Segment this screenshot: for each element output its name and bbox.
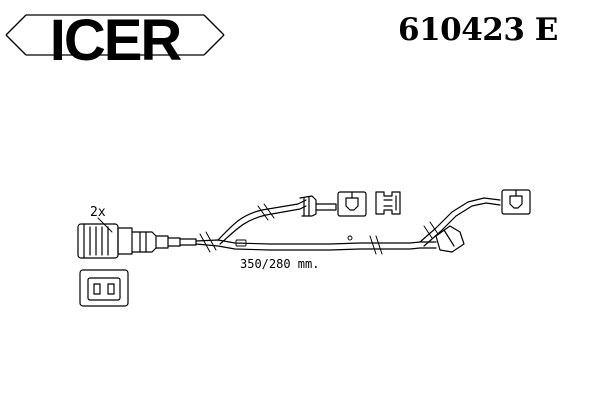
part-number: 610423 E	[398, 12, 558, 48]
right-branch-grommet	[435, 225, 465, 253]
upper-branch-grommet	[299, 195, 337, 217]
sensor-connector-1	[337, 191, 367, 217]
sensor-connector-2	[501, 189, 531, 215]
quantity-label: 2x	[90, 205, 106, 220]
cable-length-label: 350/280 mm.	[240, 257, 319, 271]
cable-break-markers	[199, 203, 439, 255]
main-connector-side-view	[77, 223, 197, 259]
separate-clip	[375, 191, 401, 215]
main-connector-front-view	[79, 269, 129, 307]
icer-logo: ICER	[5, 8, 225, 66]
logo-lettering: ICER	[50, 8, 182, 66]
